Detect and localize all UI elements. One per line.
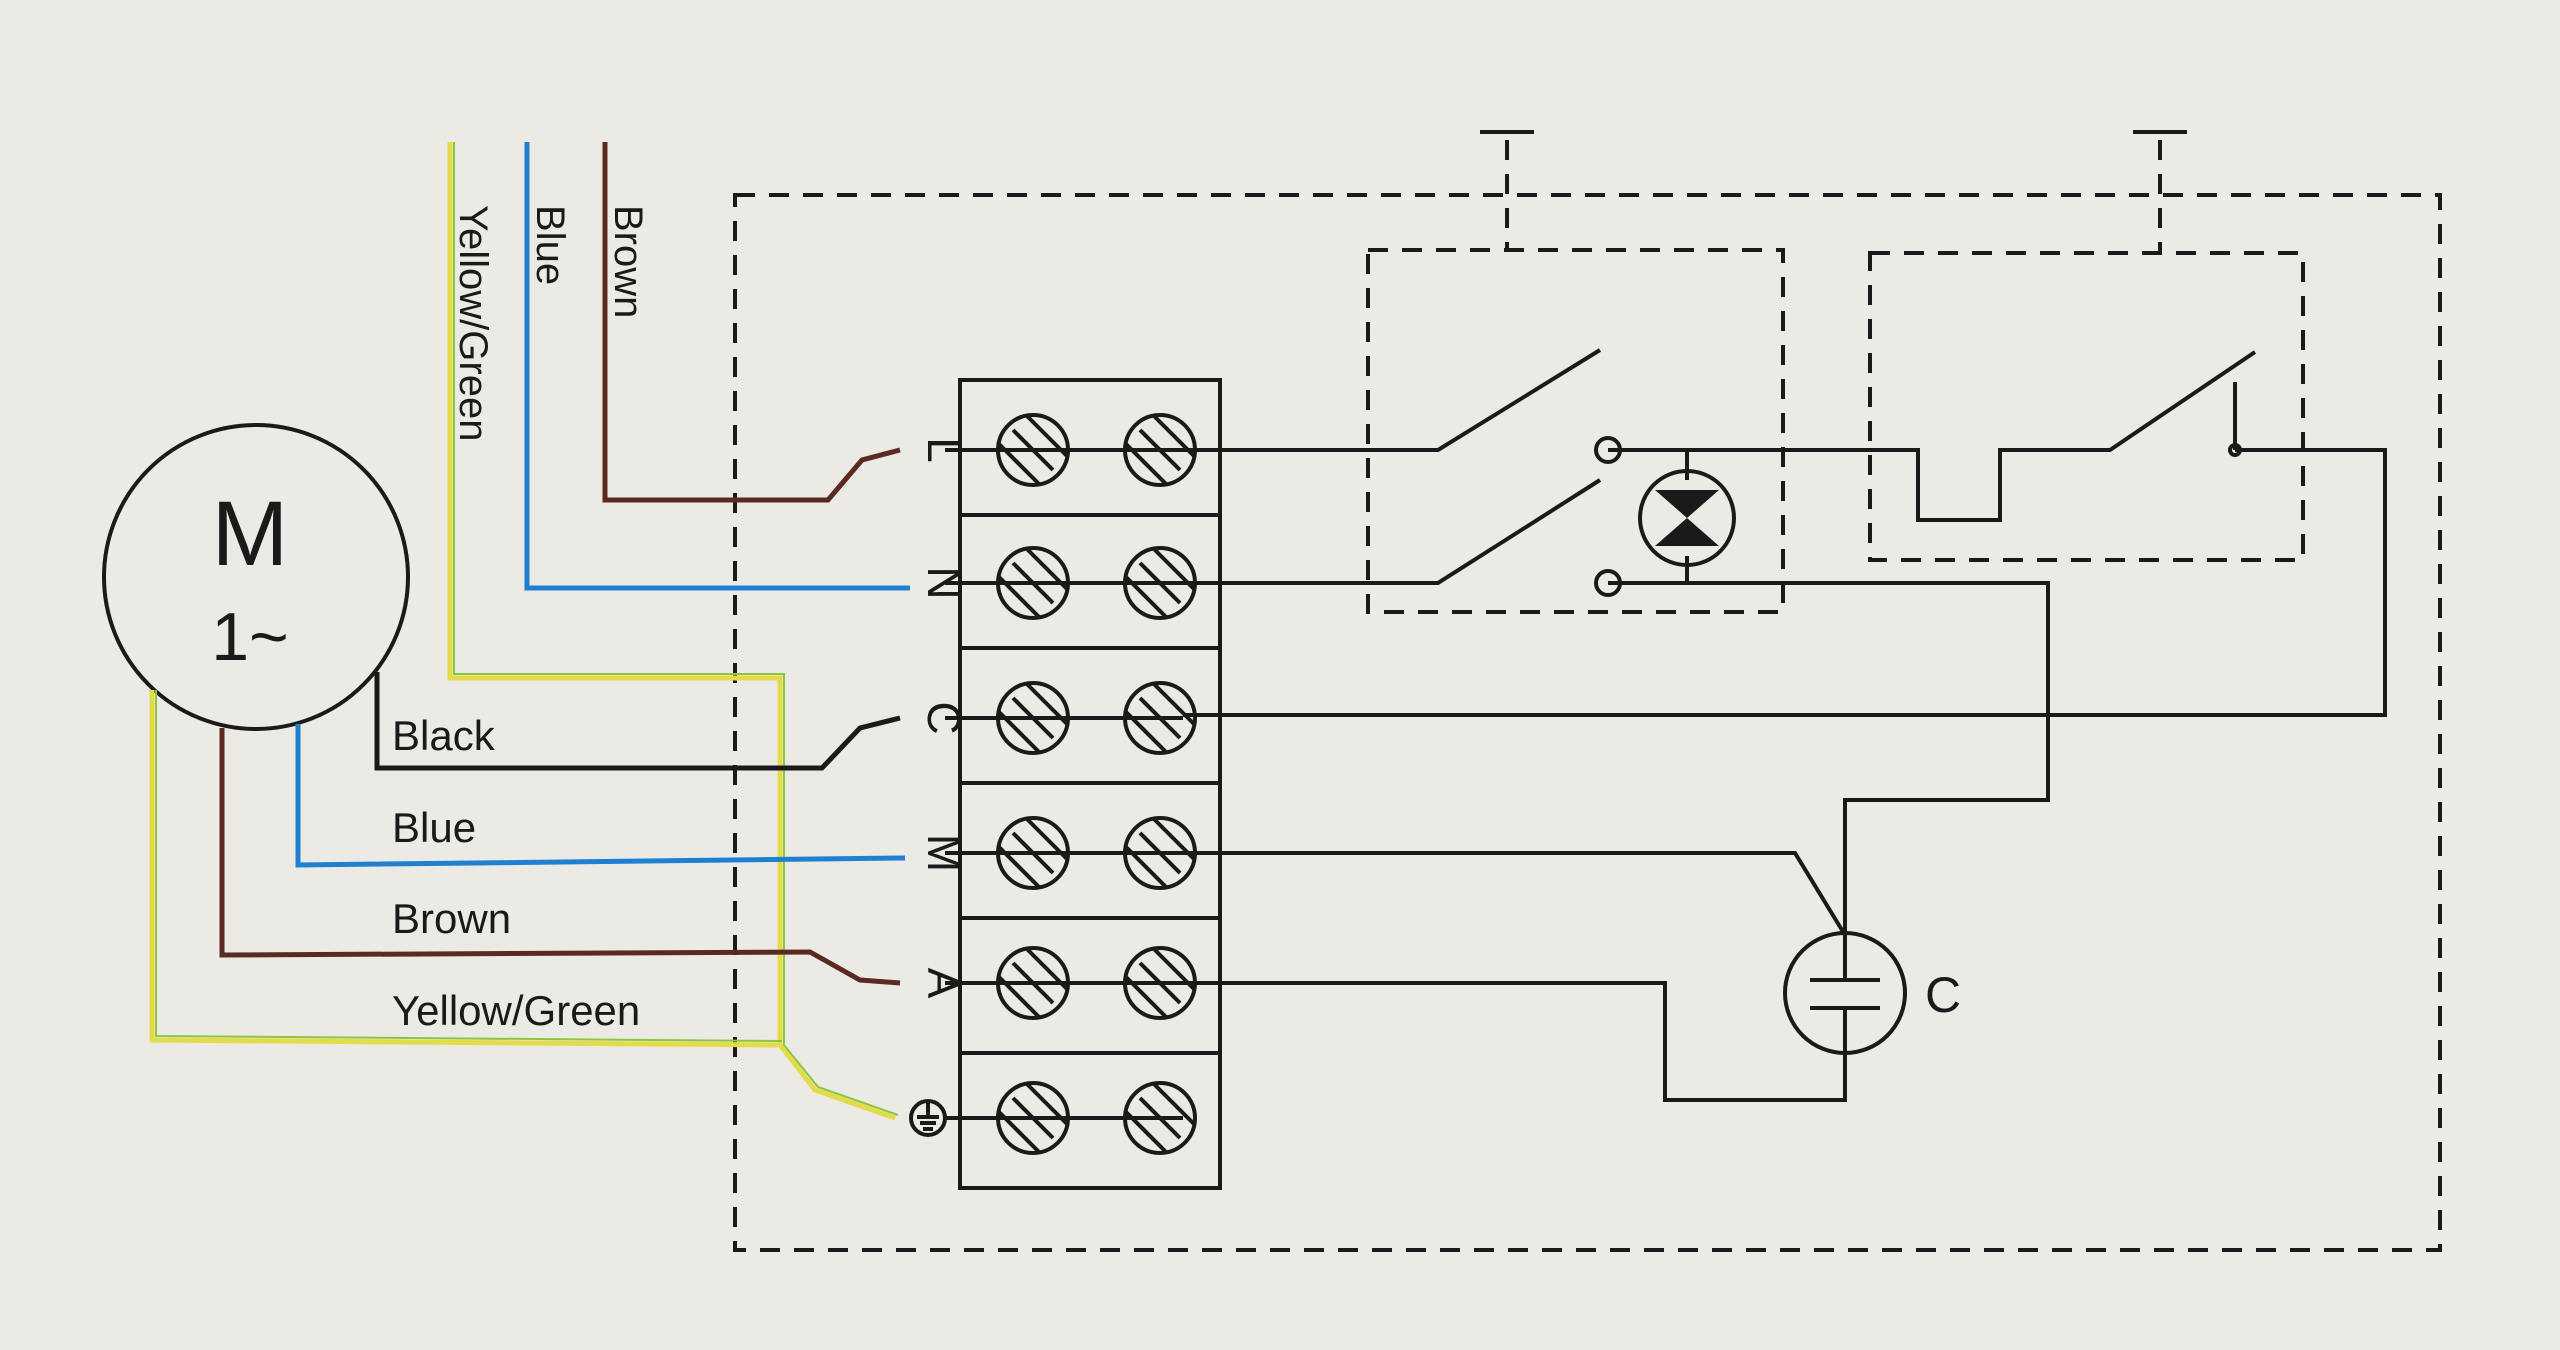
motor-wire-black	[374, 672, 901, 771]
terminal-label-a: A	[918, 968, 970, 999]
supply-label-blue: Blue	[528, 205, 572, 285]
supply-label-brown: Brown	[606, 205, 650, 318]
terminal-label-l: L	[918, 437, 970, 463]
terminal-screws	[960, 413, 1197, 1155]
screw-icon	[996, 816, 1070, 890]
motor-label-blue: Blue	[392, 804, 476, 851]
terminal-label-c: C	[918, 701, 970, 734]
supply-wire-blue	[524, 142, 910, 591]
internal-circuit	[1183, 348, 2387, 1102]
motor-wire-blue	[295, 724, 906, 868]
capacitor-label: C	[1925, 967, 1961, 1023]
switch-contact	[1594, 436, 1622, 464]
switch-group-1-outline	[1366, 248, 1785, 614]
terminal-block	[958, 378, 1222, 1190]
terminal-label-n: N	[918, 566, 970, 599]
screw-icon	[996, 546, 1070, 620]
motor-wire-yellow-green-stripe	[155, 690, 783, 1042]
motor-wire-yellow-green	[149, 690, 783, 1048]
motor: M 1~	[102, 423, 410, 731]
screw-icon	[1123, 1081, 1197, 1155]
motor-label-black: Black	[392, 712, 496, 759]
screw-icon	[996, 413, 1070, 487]
screw-icon	[996, 681, 1070, 755]
screw-icon	[996, 1081, 1070, 1155]
enclosure-outline	[733, 193, 2442, 1252]
motor-label-yellow-green: Yellow/Green	[392, 987, 640, 1034]
terminal-label-m: M	[918, 834, 970, 872]
indicator-lamp	[1638, 469, 1736, 567]
screw-icon	[996, 946, 1070, 1020]
supply-wire-brown	[602, 142, 901, 503]
motor-label-brown: Brown	[392, 895, 511, 942]
motor-wire-brown	[219, 728, 901, 986]
motor-phase: 1~	[211, 599, 289, 675]
motor-circle	[102, 423, 410, 731]
thermostat-group-outline	[1868, 251, 2305, 562]
supply-label-yellow-green: Yellow/Green	[451, 205, 495, 441]
motor-symbol: M	[212, 483, 289, 585]
switch-contact	[1594, 569, 1622, 597]
capacitor-circle	[1783, 931, 1907, 1055]
screw-icon	[1123, 681, 1197, 755]
